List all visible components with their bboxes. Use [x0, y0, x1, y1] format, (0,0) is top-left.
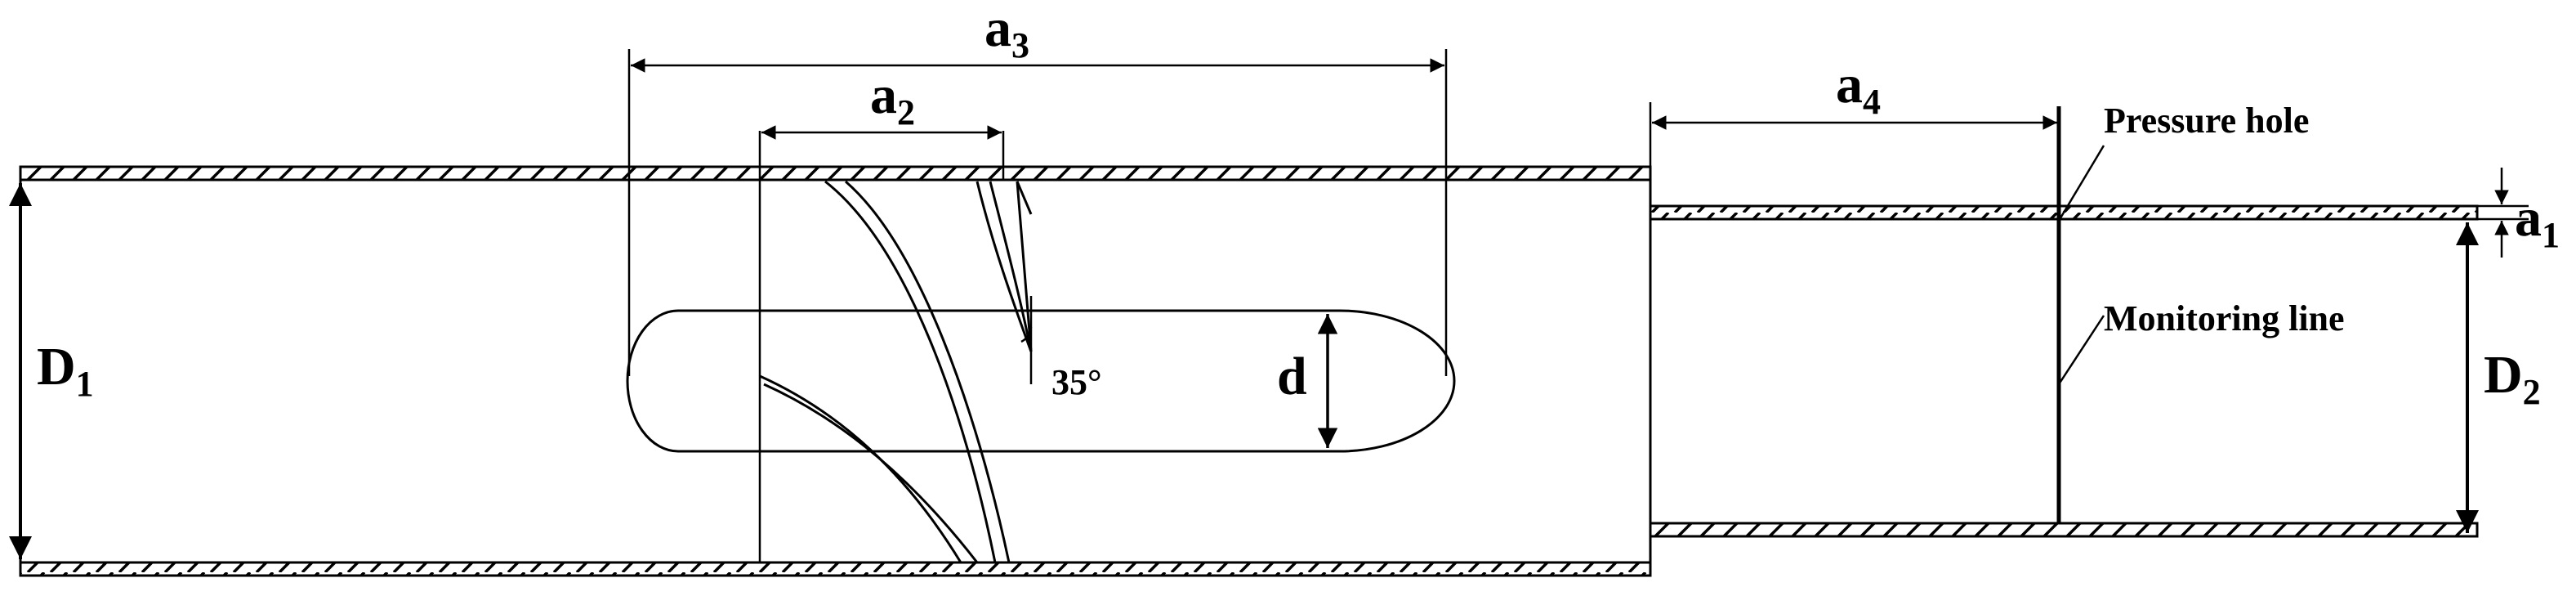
label-a4: a4: [1836, 55, 1881, 122]
large-pipe: [19, 165, 1652, 577]
helical-vane: [759, 180, 1033, 563]
large-pipe-bottom-wall: [19, 561, 1652, 577]
large-pipe-top-wall: [19, 165, 1652, 181]
swirl-hub: [626, 309, 1456, 453]
label-a3: a3: [984, 0, 1029, 65]
monitoring-line-leader: [2057, 315, 2105, 385]
label-d: d: [1277, 347, 1307, 406]
small-pipe-bottom-wall: [1649, 522, 2479, 538]
monitoring-line-label: Monitoring line: [2104, 298, 2345, 338]
angle-marker: [1020, 296, 1033, 384]
dimension-a4: [1649, 102, 2057, 576]
dimension-a1: [2477, 168, 2529, 258]
label-D1: D1: [37, 337, 94, 404]
pressure-hole-label: Pressure hole: [2104, 101, 2309, 141]
label-D2: D2: [2484, 345, 2541, 412]
label-a1: a1: [2515, 188, 2560, 255]
pressure-hole-leader: [2057, 145, 2105, 222]
dimension-a3: [627, 49, 1448, 376]
label-a2: a2: [870, 65, 915, 132]
small-pipe: [1649, 204, 2479, 538]
angle-label: 35°: [1051, 362, 1102, 402]
